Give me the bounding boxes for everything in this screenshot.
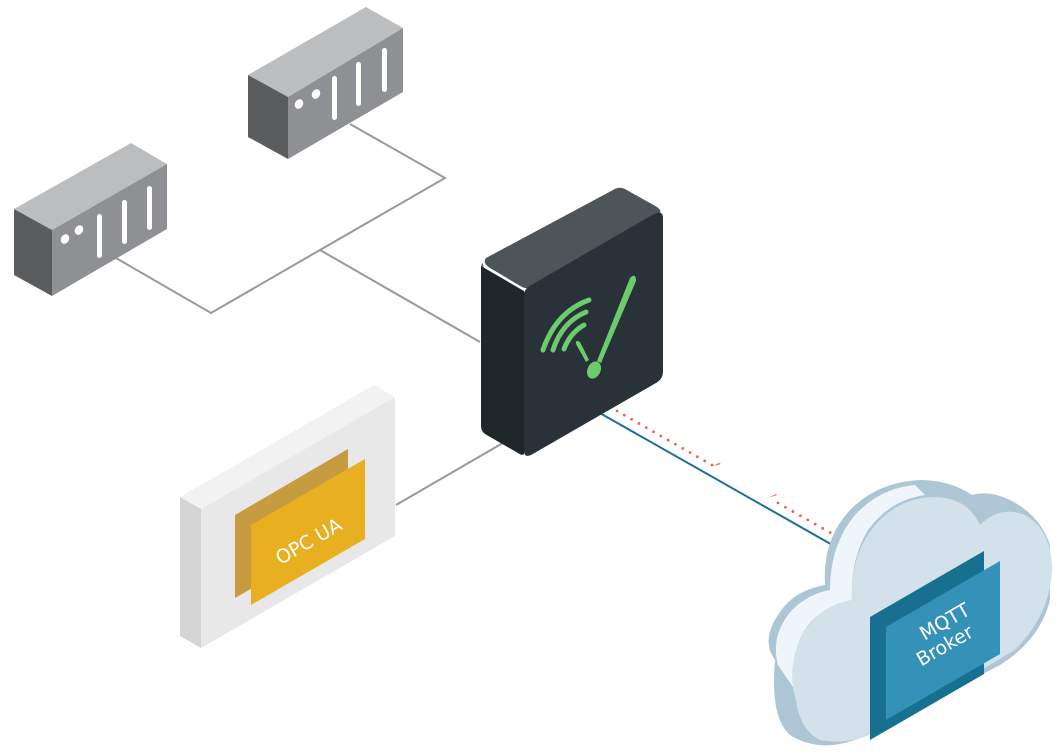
alert-tail [575, 340, 589, 362]
link-dot [644, 426, 648, 430]
link-dot [821, 526, 825, 530]
server-1-front [288, 28, 403, 159]
alert-dot [586, 361, 602, 379]
server-1-top [248, 7, 403, 97]
link-dot [674, 442, 677, 446]
edge-server2-junction [115, 249, 321, 315]
gateway[interactable] [481, 187, 663, 456]
opc-ua-device[interactable]: OPC UA [180, 385, 395, 648]
edge-server1-gateway [317, 123, 481, 343]
server-2[interactable] [14, 143, 167, 296]
link-dot [637, 422, 641, 425]
opc-box-side [180, 497, 201, 648]
link-dot [622, 413, 626, 417]
edge-gateway-mqtt-dotted [615, 409, 847, 543]
server-1-slot [332, 76, 337, 120]
server-2-front [52, 164, 167, 296]
link-dot [798, 514, 802, 518]
link-dot [784, 505, 787, 509]
server-2-led [60, 234, 70, 244]
server-2-side [14, 209, 52, 296]
gateway-front [524, 212, 663, 456]
wifi-arc-middle [550, 309, 589, 353]
server-1-side [248, 75, 288, 159]
alert-mark-icon [575, 275, 636, 379]
link-dot [710, 463, 714, 467]
link-dot [776, 501, 780, 505]
link-dot [659, 434, 663, 438]
link-dot [695, 455, 699, 459]
mqtt-panel [886, 561, 1000, 720]
link-dot [828, 531, 832, 534]
gateway-top [484, 187, 661, 289]
link-dot [813, 522, 817, 526]
link-dot [688, 451, 692, 454]
alert-bar [597, 275, 636, 363]
server-2-slot [97, 214, 102, 258]
edge-gateway-mqtt [597, 411, 844, 552]
gateway-side [481, 266, 524, 455]
edge-opc-gateway [395, 439, 509, 506]
arrow-head-to-cloud [713, 463, 721, 466]
cloud-rim [775, 485, 925, 690]
server-2-led [74, 225, 84, 235]
opc-box-top [180, 385, 395, 509]
link-dot [791, 510, 795, 513]
edges-gray [115, 123, 509, 506]
arrow-head-to-gateway [768, 494, 777, 498]
opc-panel [251, 459, 365, 605]
server-2-top [14, 143, 167, 230]
link-dot [630, 417, 634, 421]
link-dot [681, 446, 685, 450]
server-1-led [311, 89, 321, 99]
server-2-slot [147, 186, 152, 230]
wifi-arc-inner [561, 322, 587, 352]
wifi-arc-outer [540, 297, 592, 353]
link-dot [666, 438, 670, 442]
server-1[interactable] [248, 7, 403, 159]
link-dot [615, 409, 619, 413]
link-dot [703, 459, 707, 463]
link-dot [806, 518, 810, 522]
server-1-led [294, 99, 304, 109]
link-dot [652, 430, 655, 434]
server-1-slot [382, 48, 387, 92]
server-1-slot [356, 62, 361, 106]
mqtt-broker-cloud[interactable]: MQTT Broker [768, 480, 1052, 746]
wireless-alert-icon [540, 297, 592, 353]
server-2-slot [122, 200, 127, 244]
